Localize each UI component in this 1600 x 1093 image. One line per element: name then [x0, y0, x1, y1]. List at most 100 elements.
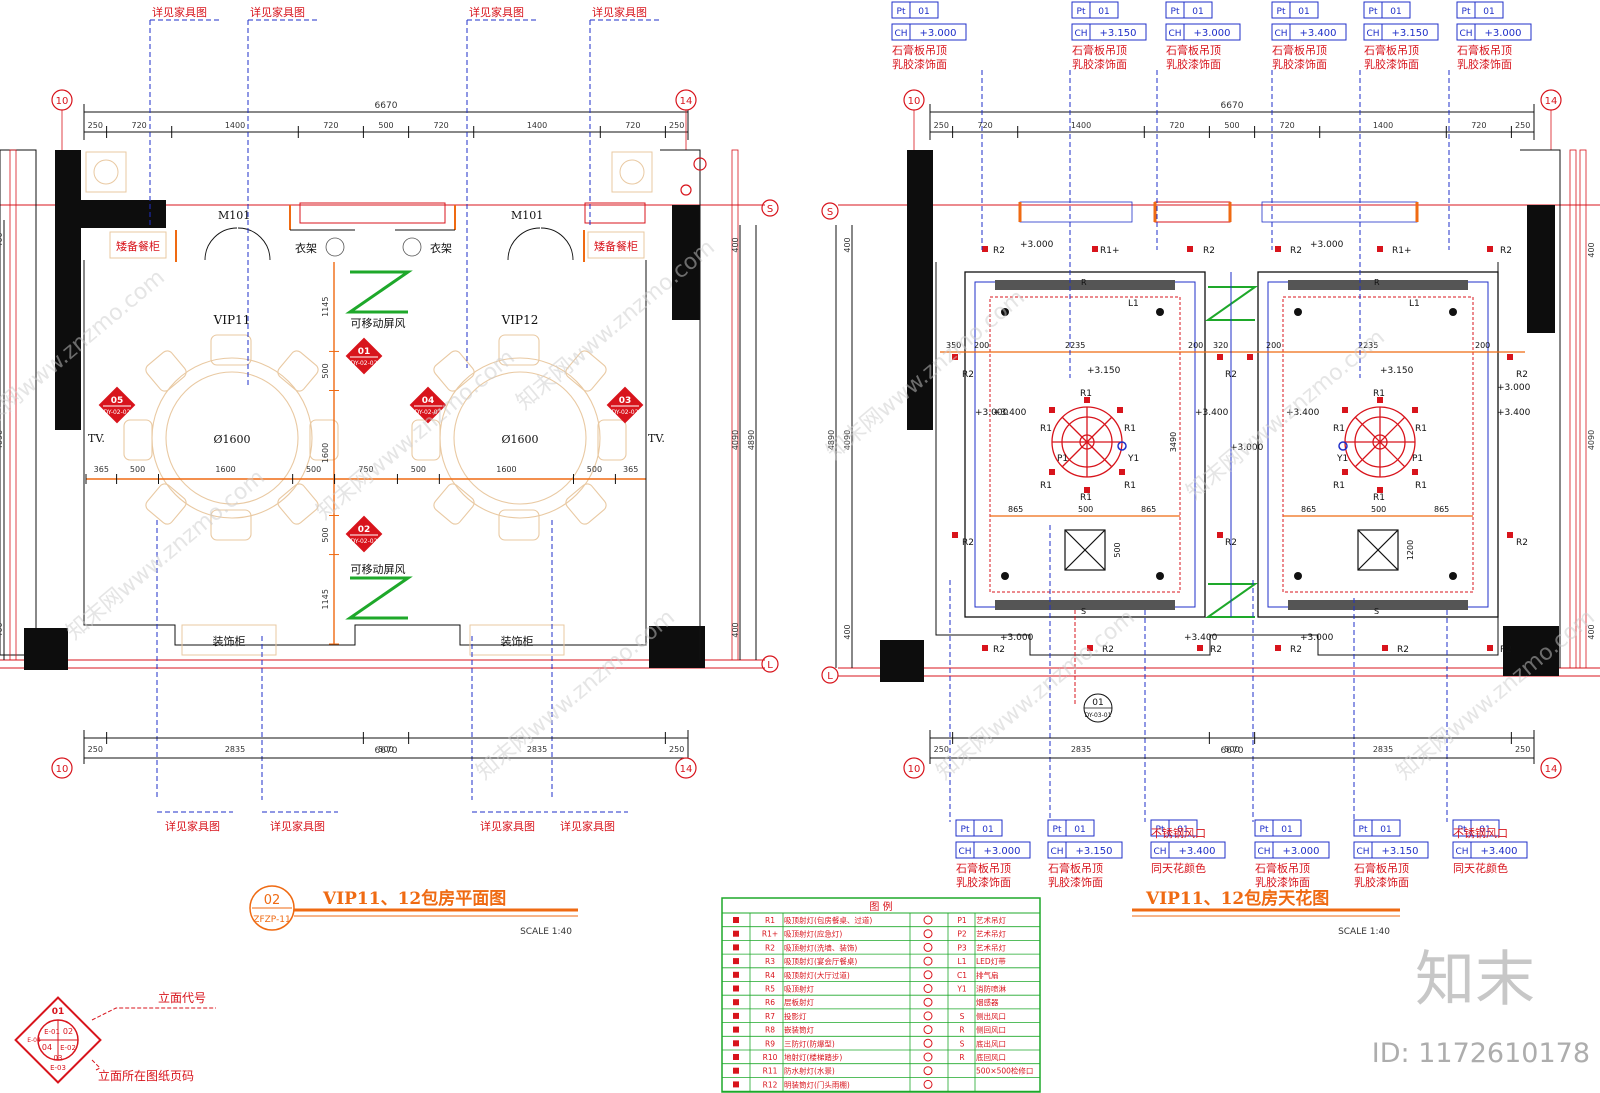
elevation-tag-sheet: DY-02-02	[104, 409, 131, 416]
plan-badge-num: 02	[264, 893, 281, 908]
ceiling-axis-bubble-14: 14	[1540, 89, 1562, 150]
downlight-icon	[1217, 532, 1223, 538]
legend-desc: 嵌装筒灯	[784, 1025, 814, 1035]
movable-screen-bottom	[345, 576, 413, 620]
finish-note: 乳胶漆饰面	[892, 57, 947, 71]
ceiling-axis-bubble-14-bottom: 14	[1540, 757, 1562, 779]
ceiling-dim-1200: 1200	[1406, 540, 1415, 560]
pt-code: Pt	[1277, 7, 1286, 17]
watermark-stamp: 知末网www.znzmo.com	[312, 345, 520, 525]
ch-value-box	[1089, 23, 1147, 41]
svg-text:14: 14	[1545, 96, 1558, 107]
legend-code: R11	[763, 1067, 778, 1076]
pt-num: 01	[1281, 825, 1292, 835]
access-hatch-vip11	[1064, 529, 1106, 571]
furniture-note-top: 详见家具图	[469, 5, 524, 19]
downlight-icon	[982, 645, 988, 651]
legend-symbol-icon	[733, 917, 739, 923]
legend-symbol-icon-2	[923, 1038, 933, 1048]
legend-code-2: S	[960, 1012, 965, 1021]
pt-num: 01	[1098, 7, 1109, 17]
downlight-label-r1-plus: R1+	[1100, 246, 1120, 256]
plan-right-dim-label: 400	[731, 622, 740, 637]
ceiling-dim-865: 865	[1301, 505, 1316, 514]
door-label-m101-b: M101	[511, 209, 543, 222]
ceiling-title: VIP11、12包房天花图	[1145, 888, 1329, 909]
plan-badge-sheet: ZFZP-11	[253, 915, 290, 925]
coat-rack-right: 衣架	[402, 237, 452, 257]
downlight-label-r1: R1	[1124, 424, 1136, 434]
svg-text:S: S	[827, 207, 833, 218]
elevation-tag-diamond	[345, 515, 383, 553]
led-strip-label-l1: L1	[1128, 299, 1139, 309]
dining-table-vip11	[123, 334, 339, 541]
ch-value: +3.000	[919, 28, 956, 39]
elevation-tag-sheet: DY-02-02	[351, 538, 378, 545]
legend-code-2: R	[959, 1053, 964, 1062]
ch-value: +3.400	[1299, 28, 1336, 39]
ch-code: CH	[894, 29, 907, 39]
plan-left-dim-label: 400	[0, 622, 4, 637]
legend-symbol-icon	[733, 1012, 739, 1019]
downlight-label-r2: R2	[962, 538, 974, 548]
key-code-label: 立面代号	[158, 990, 206, 1005]
ceiling-downlights	[952, 246, 1513, 651]
legend-symbol-icon-2	[923, 1066, 933, 1076]
ch-value-box	[1381, 23, 1439, 41]
watermark-id: ID: 1172610178	[1372, 1038, 1590, 1069]
plan-mid-dim-label: 500	[130, 465, 145, 474]
ch-value-box	[1065, 841, 1123, 859]
watermark-stamp: 知末网www.znzmo.com	[512, 235, 720, 415]
vent-label-return: R	[1374, 278, 1380, 287]
ceiling-level-3400: +3.400	[1195, 408, 1229, 418]
finish-note: 乳胶漆饰面	[1364, 57, 1419, 71]
downlight-label-r2: R2	[1516, 370, 1528, 380]
finish-note: 石膏板吊顶	[1354, 861, 1409, 875]
pt-num-box	[1371, 819, 1401, 837]
downlight-label-r2: R2	[1516, 538, 1528, 548]
ceiling-dim-500-vert: 500	[1113, 542, 1122, 557]
ceiling-dim-3490: 3490	[1169, 432, 1178, 452]
decor-cabinet-right: 装饰柜	[469, 624, 565, 656]
ceiling-top-dim-label: 1400	[1071, 121, 1091, 130]
svg-text:14: 14	[680, 764, 693, 775]
movable-screen-top	[345, 270, 413, 314]
ch-value: +3.000	[983, 846, 1020, 857]
room-label-vip11: VIP11	[213, 313, 251, 327]
legend-symbol-icon	[733, 1040, 739, 1047]
pt-num: 01	[1479, 825, 1490, 835]
ceiling-bottom-dim-label: 2835	[1071, 745, 1091, 754]
plan-vert-dim-label: 1145	[321, 297, 330, 317]
furniture-note-bottom: 详见家具图	[270, 819, 325, 833]
ceiling-bottom-dim-label: 250	[934, 745, 949, 754]
legend-desc: 吸顶射灯	[784, 984, 814, 994]
downlight-icon	[952, 354, 958, 360]
ceiling-top-dim-label: 250	[1515, 121, 1530, 130]
ceiling-level-3150: +3.150	[1087, 366, 1121, 376]
legend-symbol-icon-2	[923, 1052, 933, 1062]
legend-symbol-icon	[733, 1026, 739, 1033]
vent-label-return: R	[1081, 278, 1087, 287]
legend-symbol-icon-2	[923, 942, 933, 952]
downlight-icon	[1049, 469, 1055, 475]
ch-value: +3.000	[1193, 28, 1230, 39]
ch-value: +3.400	[1178, 846, 1215, 857]
legend-desc-2: 艺术吊灯	[976, 929, 1006, 939]
key-tl: E-01	[44, 1028, 60, 1036]
legend-code-2: P3	[957, 943, 967, 952]
elevation-tag-num: 01	[358, 347, 371, 357]
ceiling-axis-bubble-10-bottom: 10	[903, 757, 925, 779]
svg-text:DY-03-01: DY-03-01	[1085, 712, 1112, 719]
ceiling-title-block: VIP11、12包房天花图 SCALE 1:40	[1132, 888, 1400, 937]
legend-code: R9	[765, 1039, 775, 1048]
ceiling-axis-bubble-10: 10	[903, 89, 925, 150]
elevation-tag-num: 03	[619, 396, 632, 406]
svg-text:矮备餐柜: 矮备餐柜	[116, 239, 160, 253]
